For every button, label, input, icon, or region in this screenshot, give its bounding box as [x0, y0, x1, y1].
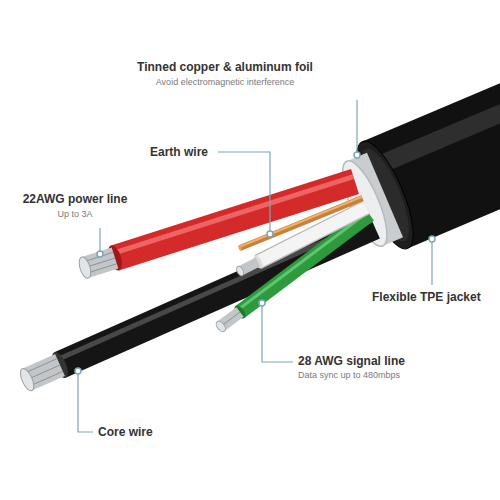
callout-title: Core wire [98, 425, 153, 440]
leader-dot [429, 236, 435, 242]
strand-tip [237, 245, 242, 252]
callout-note: Up to 3A [57, 209, 92, 220]
leader-dot [97, 251, 103, 257]
strand-tip [214, 320, 227, 334]
leader-line [78, 374, 93, 432]
leader-dot [259, 300, 265, 306]
callout-title: 28 AWG signal line [298, 354, 405, 369]
leader-dot [267, 231, 273, 237]
wire-highlight [238, 212, 368, 309]
leader-line [431, 242, 432, 285]
leader-dot [75, 368, 81, 374]
jacket-highlight [373, 70, 500, 167]
leader-line [218, 152, 270, 231]
strand-tip [18, 367, 37, 393]
callout-title: Flexible TPE jacket [372, 290, 481, 305]
strand-line [24, 359, 57, 374]
strand-tip [77, 256, 93, 280]
strand-tip [235, 265, 245, 277]
callout-title: 22AWG power line [23, 192, 128, 207]
green-wire [240, 215, 370, 312]
callout-title: Tinned copper & aluminum foil [137, 60, 313, 75]
strand-line [30, 371, 63, 386]
leader-line [262, 306, 293, 362]
wire-highlight [114, 177, 354, 254]
leader-dot [354, 152, 360, 158]
callout-note: Data sync up to 480mbps [298, 370, 400, 381]
callout-title: Earth wire [150, 145, 208, 160]
red-wire [115, 182, 355, 259]
callout-note: Avoid electromagnetic interference [156, 77, 294, 88]
leader-line [99, 228, 100, 251]
leader-line [356, 100, 357, 152]
